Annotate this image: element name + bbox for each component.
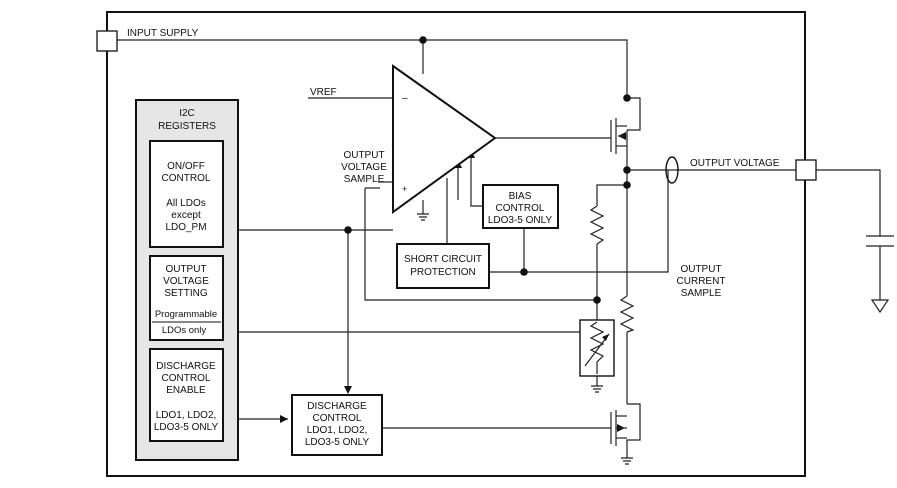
short-text: PROTECTION [410,267,476,278]
output-voltage-sample-label: SAMPLE [344,174,385,185]
output-current-sample-label: SAMPLE [681,288,722,299]
voltage-setting-text: Programmable [155,309,217,320]
voltage-setting-text: VOLTAGE [163,276,209,287]
i2c-registers-panel: I2C REGISTERS ON/OFF CONTROL All LDOs ex… [135,99,239,461]
error-amplifier: – + [392,64,497,214]
bias-text: BIAS [509,191,532,202]
short-text: SHORT CIRCUIT [404,254,482,265]
discharge-enable-box [149,348,224,442]
junction-dots [344,36,631,304]
bias-text: LDO3-5 ONLY [488,215,553,226]
bias-text: CONTROL [496,203,545,214]
discharge-text: LDO3-5 ONLY [305,437,370,448]
wires [117,39,881,458]
voltage-setting-text: LDOs only [162,325,207,336]
discharge-enable-text: ENABLE [166,385,206,396]
output-current-sample-label: OUTPUT [680,264,721,275]
voltage-setting-box [149,255,224,341]
amp-plus-label: + [402,184,407,194]
discharge-control-block: DISCHARGE CONTROL LDO1, LDO2, LDO3-5 ONL… [291,394,383,456]
input-supply-label: INPUT SUPPLY [127,28,199,39]
discharge-text: LDO1, LDO2, [307,425,368,436]
bias-control-block: BIAS CONTROL LDO3-5 ONLY [482,184,559,229]
onoff-text: ON/OFF [167,161,205,172]
i2c-title-line: REGISTERS [158,121,216,132]
onoff-text: All LDOs [166,198,205,209]
output-current-sample-label: CURRENT [677,276,726,287]
onoff-control-box [149,140,224,248]
onoff-text: CONTROL [162,173,211,184]
output-voltage-sample-label: VOLTAGE [341,162,387,173]
input-supply-pin [96,30,118,52]
discharge-enable-text: LDO1, LDO2, [156,410,217,421]
discharge-enable-text: CONTROL [162,373,211,384]
discharge-transistor-icon [610,410,627,446]
pass-transistor-icon [610,118,627,154]
current-sense-icon [665,156,679,184]
discharge-enable-text: DISCHARGE [156,361,216,372]
output-voltage-label: OUTPUT VOLTAGE [690,158,780,169]
chip-boundary [106,11,806,477]
output-capacitor-icon [866,235,894,247]
output-voltage-sample-label: OUTPUT [343,150,384,161]
short-circuit-block: SHORT CIRCUIT PROTECTION [396,243,490,289]
feedback-resistor-icon [589,205,605,245]
output-voltage-pin [795,159,817,181]
variable-resistor-icon [579,319,615,377]
load-resistor-icon [619,295,635,333]
i2c-title-line: I2C [179,108,195,119]
ground-icon [417,213,890,465]
onoff-text: LDO_PM [165,222,206,233]
voltage-setting-text: SETTING [164,288,208,299]
voltage-setting-text: OUTPUT [165,264,206,275]
vref-label: VREF [310,87,337,98]
discharge-enable-text: LDO3-5 ONLY [154,422,219,433]
discharge-text: CONTROL [313,413,362,424]
amp-minus-label: – [402,93,408,104]
discharge-text: DISCHARGE [307,401,367,412]
onoff-text: except [171,210,201,221]
